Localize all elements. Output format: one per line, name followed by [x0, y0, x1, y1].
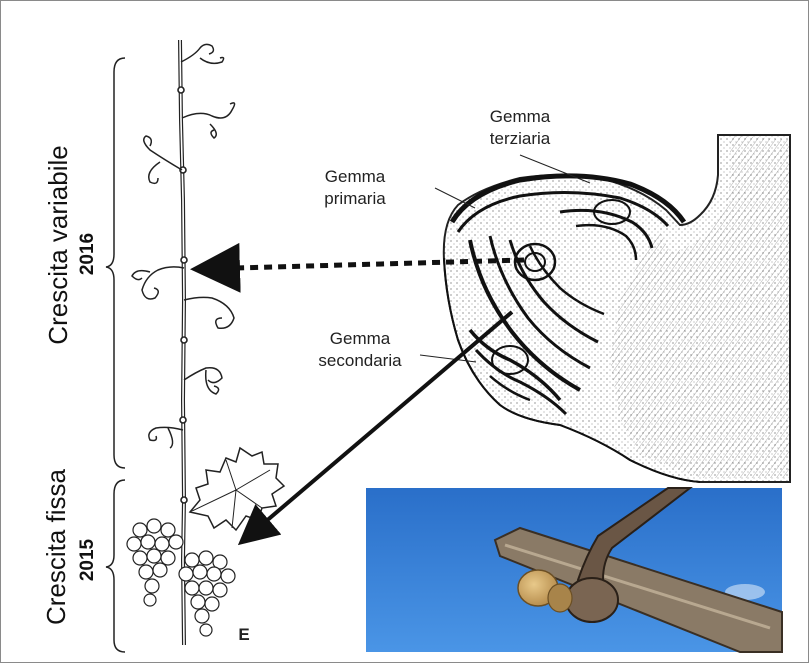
brace-2015: [106, 480, 125, 652]
grape-cluster-icon: [127, 519, 183, 606]
vine-bud-photo: [366, 488, 782, 652]
panel-letter-e: E: [232, 624, 256, 646]
gemma-primaria-label: Gemma primaria: [305, 166, 405, 210]
year-2016-label: 2016: [76, 224, 100, 284]
gemma-secondaria-label: Gemma secondaria: [305, 328, 415, 372]
vine-shoot: [178, 40, 187, 645]
gemma-terziaria-label: Gemma terziaria: [470, 106, 570, 150]
bud-section-illustration: [444, 135, 790, 482]
crescita-fissa-label: Crescita fissa: [39, 457, 73, 637]
crescita-variabile-label: Crescita variabile: [41, 145, 75, 345]
grape-cluster-icon: [179, 551, 235, 636]
brace-2016: [106, 58, 125, 468]
year-2015-label: 2015: [76, 530, 100, 590]
